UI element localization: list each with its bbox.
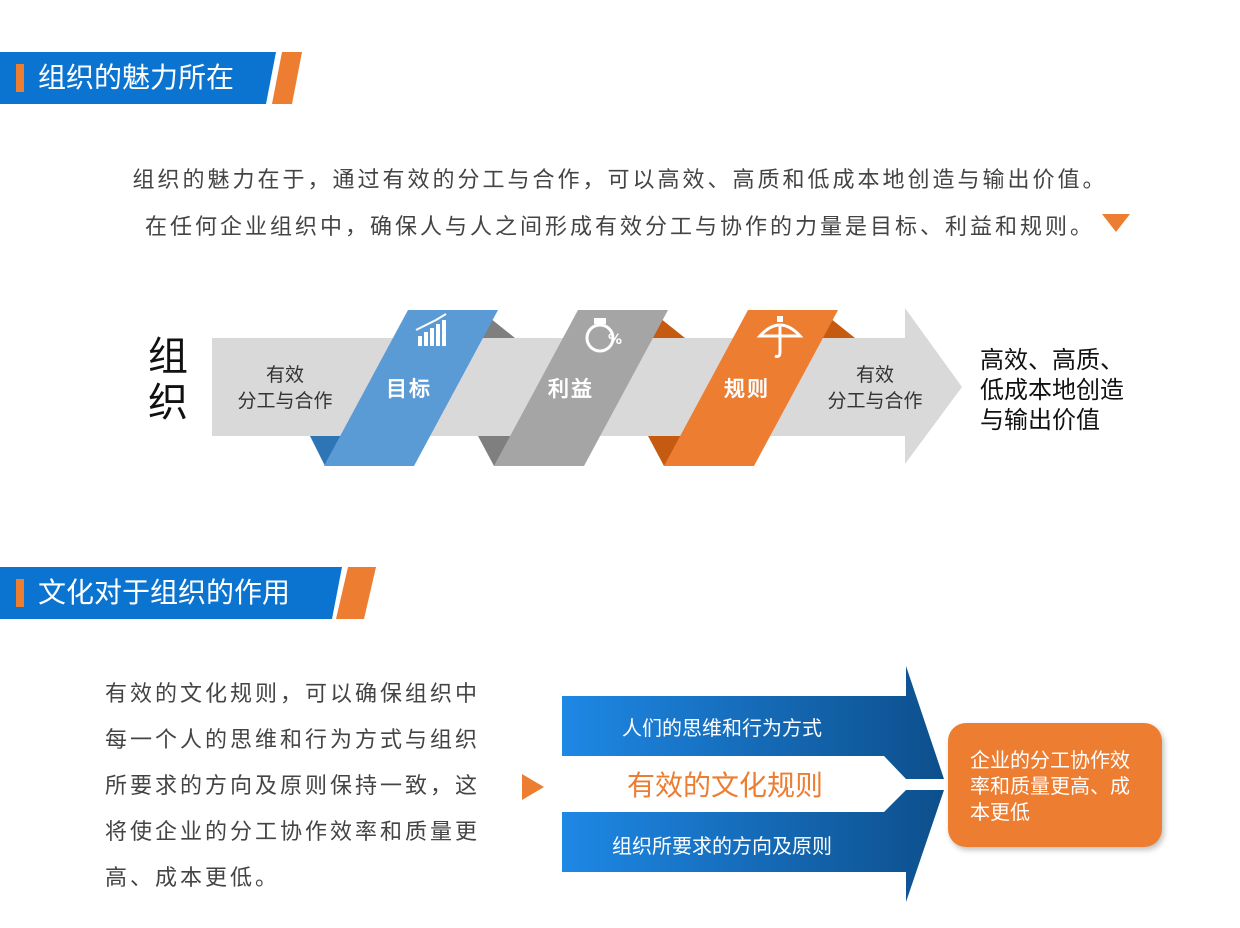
bar-chart-growth-icon [415,313,447,346]
culture-result-box: 企业的分工协作效率和质量更高、成本更低 [948,723,1162,847]
culture-paragraph: 有效的文化规则，可以确保组织中每一个人的思维和行为方式与组织所要求的方向及原则保… [105,682,481,891]
ribbon-benefit-label: 利益 [548,377,594,401]
section-header-1: 组织的魅力所在 [0,52,380,108]
arrow-bottom [562,790,944,902]
triangle-down-icon [1102,214,1130,232]
header-accent-bar [16,64,24,92]
section-title: 组织的魅力所在 [38,61,235,94]
intro-line-2: 在任何企业组织中，确保人与人之间形成有效分工与协作的力量是目标、利益和规则。 [144,215,1095,240]
header-accent-bar [16,579,24,607]
intro-line-1: 组织的魅力在于，通过有效的分工与合作，可以高效、高质和低成本地创造与输出价值。 [132,168,1108,193]
ribbon-rule-label: 规则 [724,377,770,401]
arrow-top [562,666,944,779]
arrow-bottom-label: 组织所要求的方向及原则 [612,834,832,858]
ribbon-benefit [494,310,668,466]
ribbon-goal [324,310,498,466]
section-header-2: 文化对于组织的作用 [0,567,380,623]
ribbon-rule-shadow-bottom [648,436,683,466]
arrow-top-label: 人们的思维和行为方式 [622,716,822,740]
input-cooperation-label: 有效 分工与合作 [237,364,333,412]
section-header-banner [0,567,376,619]
ribbon-goal-label: 目标 [386,377,432,401]
umbrella-icon [756,316,804,358]
money-bag-percent-icon: % [585,318,622,353]
ribbon-rule [664,310,838,466]
triangle-right-icon [522,774,544,800]
output-cooperation-label: 有效 分工与合作 [827,364,923,412]
section-header-banner [0,52,302,104]
section-title: 文化对于组织的作用 [38,576,291,609]
organization-label: 组织 [148,334,188,426]
svg-text:%: % [608,332,622,348]
header-slash-accent [272,52,302,104]
center-culture-label: 有效的文化规则 [626,769,823,802]
header-slash-accent [336,567,376,619]
ribbon-benefit-shadow-bottom [478,436,513,466]
diagram-result-text: 高效、高质、 低成本地创造 与输出价值 [980,346,1124,434]
